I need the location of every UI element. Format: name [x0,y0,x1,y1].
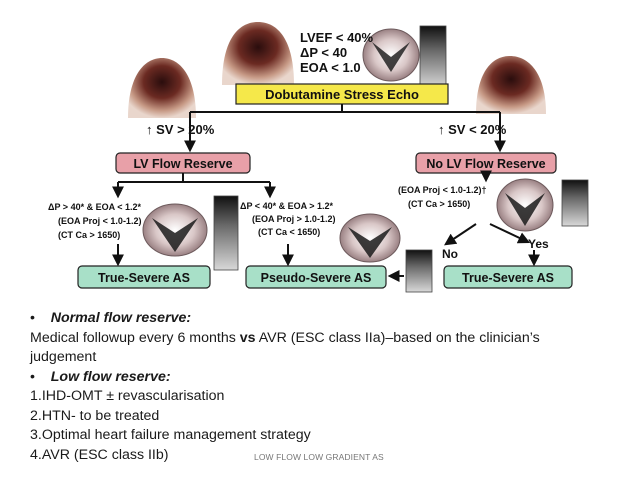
stress-echo-label: Dobutamine Stress Echo [265,87,419,102]
no-lv-flow-reserve-label: No LV Flow Reserve [426,157,545,171]
valve-image-right [496,178,554,232]
list-item: 1.IHD-OMT ± revascularisation [30,388,225,404]
lv-flow-reserve-label: LV Flow Reserve [133,157,232,171]
outcome-mid-label: Pseudo-Severe AS [261,271,372,285]
outcome-right-box [443,265,573,289]
criteria-eoa: EOA < 1.0 [300,60,361,75]
right-crit-2: (CT Ca > 1650) [408,199,470,209]
heart-image-right [476,56,546,114]
criteria-lvef: LVEF < 40% [300,30,374,45]
doppler-image-top [419,25,447,89]
normal-flow-text: Medical followup every 6 months vs AVR (… [30,329,620,349]
valve-image-top [362,28,420,82]
heart-image-left [128,58,196,118]
doppler-image-left [213,195,239,271]
branch-no-label: No [442,247,458,261]
normal-flow-text-a: Medical followup every 6 months [30,329,240,346]
list-item: 3.Optimal heart failure management strat… [30,427,311,443]
bullet-low-title: • Low flow reserve: [30,368,620,388]
valve-image-mid [339,213,401,263]
sv-right-label: ↑ SV < 20% [438,122,507,137]
mid-crit-3: (CT Ca < 1650) [258,227,320,237]
sv-left-label: ↑ SV > 20% [146,122,215,137]
outcome-left-label: True-Severe AS [98,271,190,285]
outcome-mid-box [245,265,387,289]
normal-flow-vs: vs [239,329,256,346]
slide-footer: LOW FLOW LOW GRADIENT AS [254,452,384,462]
bullet-text: • Normal flow reserve: Medical followup … [30,309,620,465]
bullet-marker: • [30,368,35,385]
mid-crit-1: ΔP < 40* & EOA > 1.2* [240,201,334,211]
list-item: 4.AVR (ESC class IIb) [30,446,169,463]
valve-image-left [142,203,208,257]
bullet-normal-title: • Normal flow reserve: [30,309,620,329]
heart-image-top [222,22,294,85]
right-crit-1: (EOA Proj < 1.0-1.2)† [398,185,486,195]
branch-yes-label: Yes [528,237,549,251]
outcome-right-label: True-Severe AS [462,271,554,285]
doppler-image-right [561,179,589,227]
connector-lines-mid [112,170,492,267]
connector-lines-branch [444,223,540,267]
normal-flow-title: Normal flow reserve: [50,310,192,326]
outcome-left-box [77,265,211,289]
list-item: 2.HTN- to be treated [30,407,160,424]
doppler-image-right-lower [405,249,433,293]
criteria-dp: ΔP < 40 [300,45,347,60]
left-crit-3: (CT Ca > 1650) [58,230,120,240]
low-flow-title: Low flow reserve: [50,368,171,385]
normal-flow-text-c: judgement [30,349,97,365]
flow-diagram: LVEF < 40% ΔP < 40 EOA < 1.0 Dobutamine … [48,22,589,293]
bullet-marker: • [30,310,35,326]
mid-crit-2: (EOA Proj > 1.0-1.2) [252,214,335,224]
normal-flow-text-b: AVR (ESC class IIa)–based on the clinici… [255,329,540,346]
left-crit-2: (EOA Proj < 1.0-1.2) [58,216,141,226]
left-crit-1: ΔP > 40* & EOA < 1.2* [48,202,142,212]
connector-lines-top [184,104,506,153]
